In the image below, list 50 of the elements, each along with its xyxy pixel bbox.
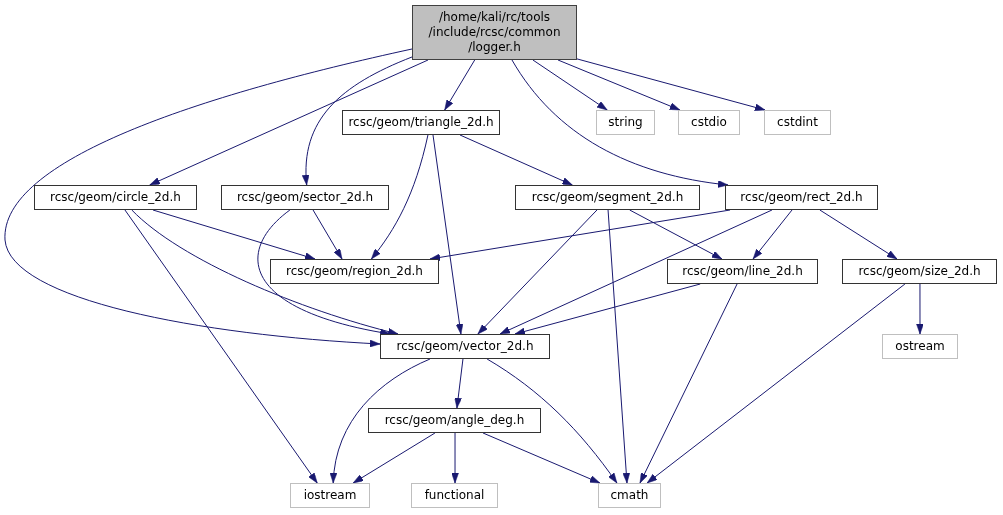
arrow	[444, 59, 476, 111]
external-file-box: ostream	[882, 334, 958, 359]
file-box: rcsc/geom/line_2d.h	[667, 259, 818, 284]
arrow	[639, 283, 738, 484]
arrow	[916, 283, 924, 335]
file-box: rcsc/geom/region_2d.h	[270, 259, 439, 284]
arrow	[454, 358, 464, 409]
arrow	[149, 59, 429, 186]
highlighted-file-box: /home/kali/rc/tools /include/rcsc/common /logger.h	[412, 5, 577, 60]
file-box: rcsc/geom/angle_deg.h	[368, 408, 541, 433]
arrow	[486, 358, 618, 484]
file-box: rcsc/geom/triangle_2d.h	[342, 110, 500, 135]
arrow	[576, 58, 766, 111]
arrow	[124, 209, 318, 484]
file-box: rcsc/geom/vector_2d.h	[380, 334, 550, 359]
arrow	[131, 209, 399, 336]
file-box: rcsc/geom/circle_2d.h	[34, 185, 197, 210]
external-file-box: iostream	[290, 483, 370, 508]
arrow	[514, 283, 701, 335]
arrow	[511, 59, 729, 188]
arrow	[819, 209, 898, 260]
external-file-box: cmath	[598, 483, 661, 508]
arrow	[477, 209, 598, 335]
arrow	[482, 432, 601, 484]
file-box: rcsc/geom/segment_2d.h	[515, 185, 700, 210]
arrow	[4, 48, 413, 348]
arrow	[312, 209, 343, 260]
arrow	[629, 209, 723, 260]
arrow	[499, 209, 773, 335]
arrow	[370, 134, 429, 260]
external-file-box: functional	[411, 483, 498, 508]
file-box: rcsc/geom/sector_2d.h	[221, 185, 389, 210]
arrow	[557, 59, 681, 111]
file-box: rcsc/geom/rect_2d.h	[725, 185, 878, 210]
arrow	[302, 56, 413, 186]
external-file-box: cstdio	[678, 110, 740, 135]
external-file-box: string	[596, 110, 655, 135]
external-file-box: cstdint	[764, 110, 831, 135]
arrow	[752, 209, 793, 260]
arrow	[152, 209, 316, 260]
arrow	[607, 209, 631, 484]
arrow	[330, 358, 431, 484]
arrow	[432, 134, 464, 335]
arrow	[646, 283, 906, 484]
arrow	[257, 209, 391, 336]
file-box: rcsc/geom/size_2d.h	[842, 259, 997, 284]
arrow	[352, 432, 436, 484]
arrow	[459, 134, 573, 186]
arrow	[451, 432, 459, 484]
arrow	[532, 59, 608, 111]
